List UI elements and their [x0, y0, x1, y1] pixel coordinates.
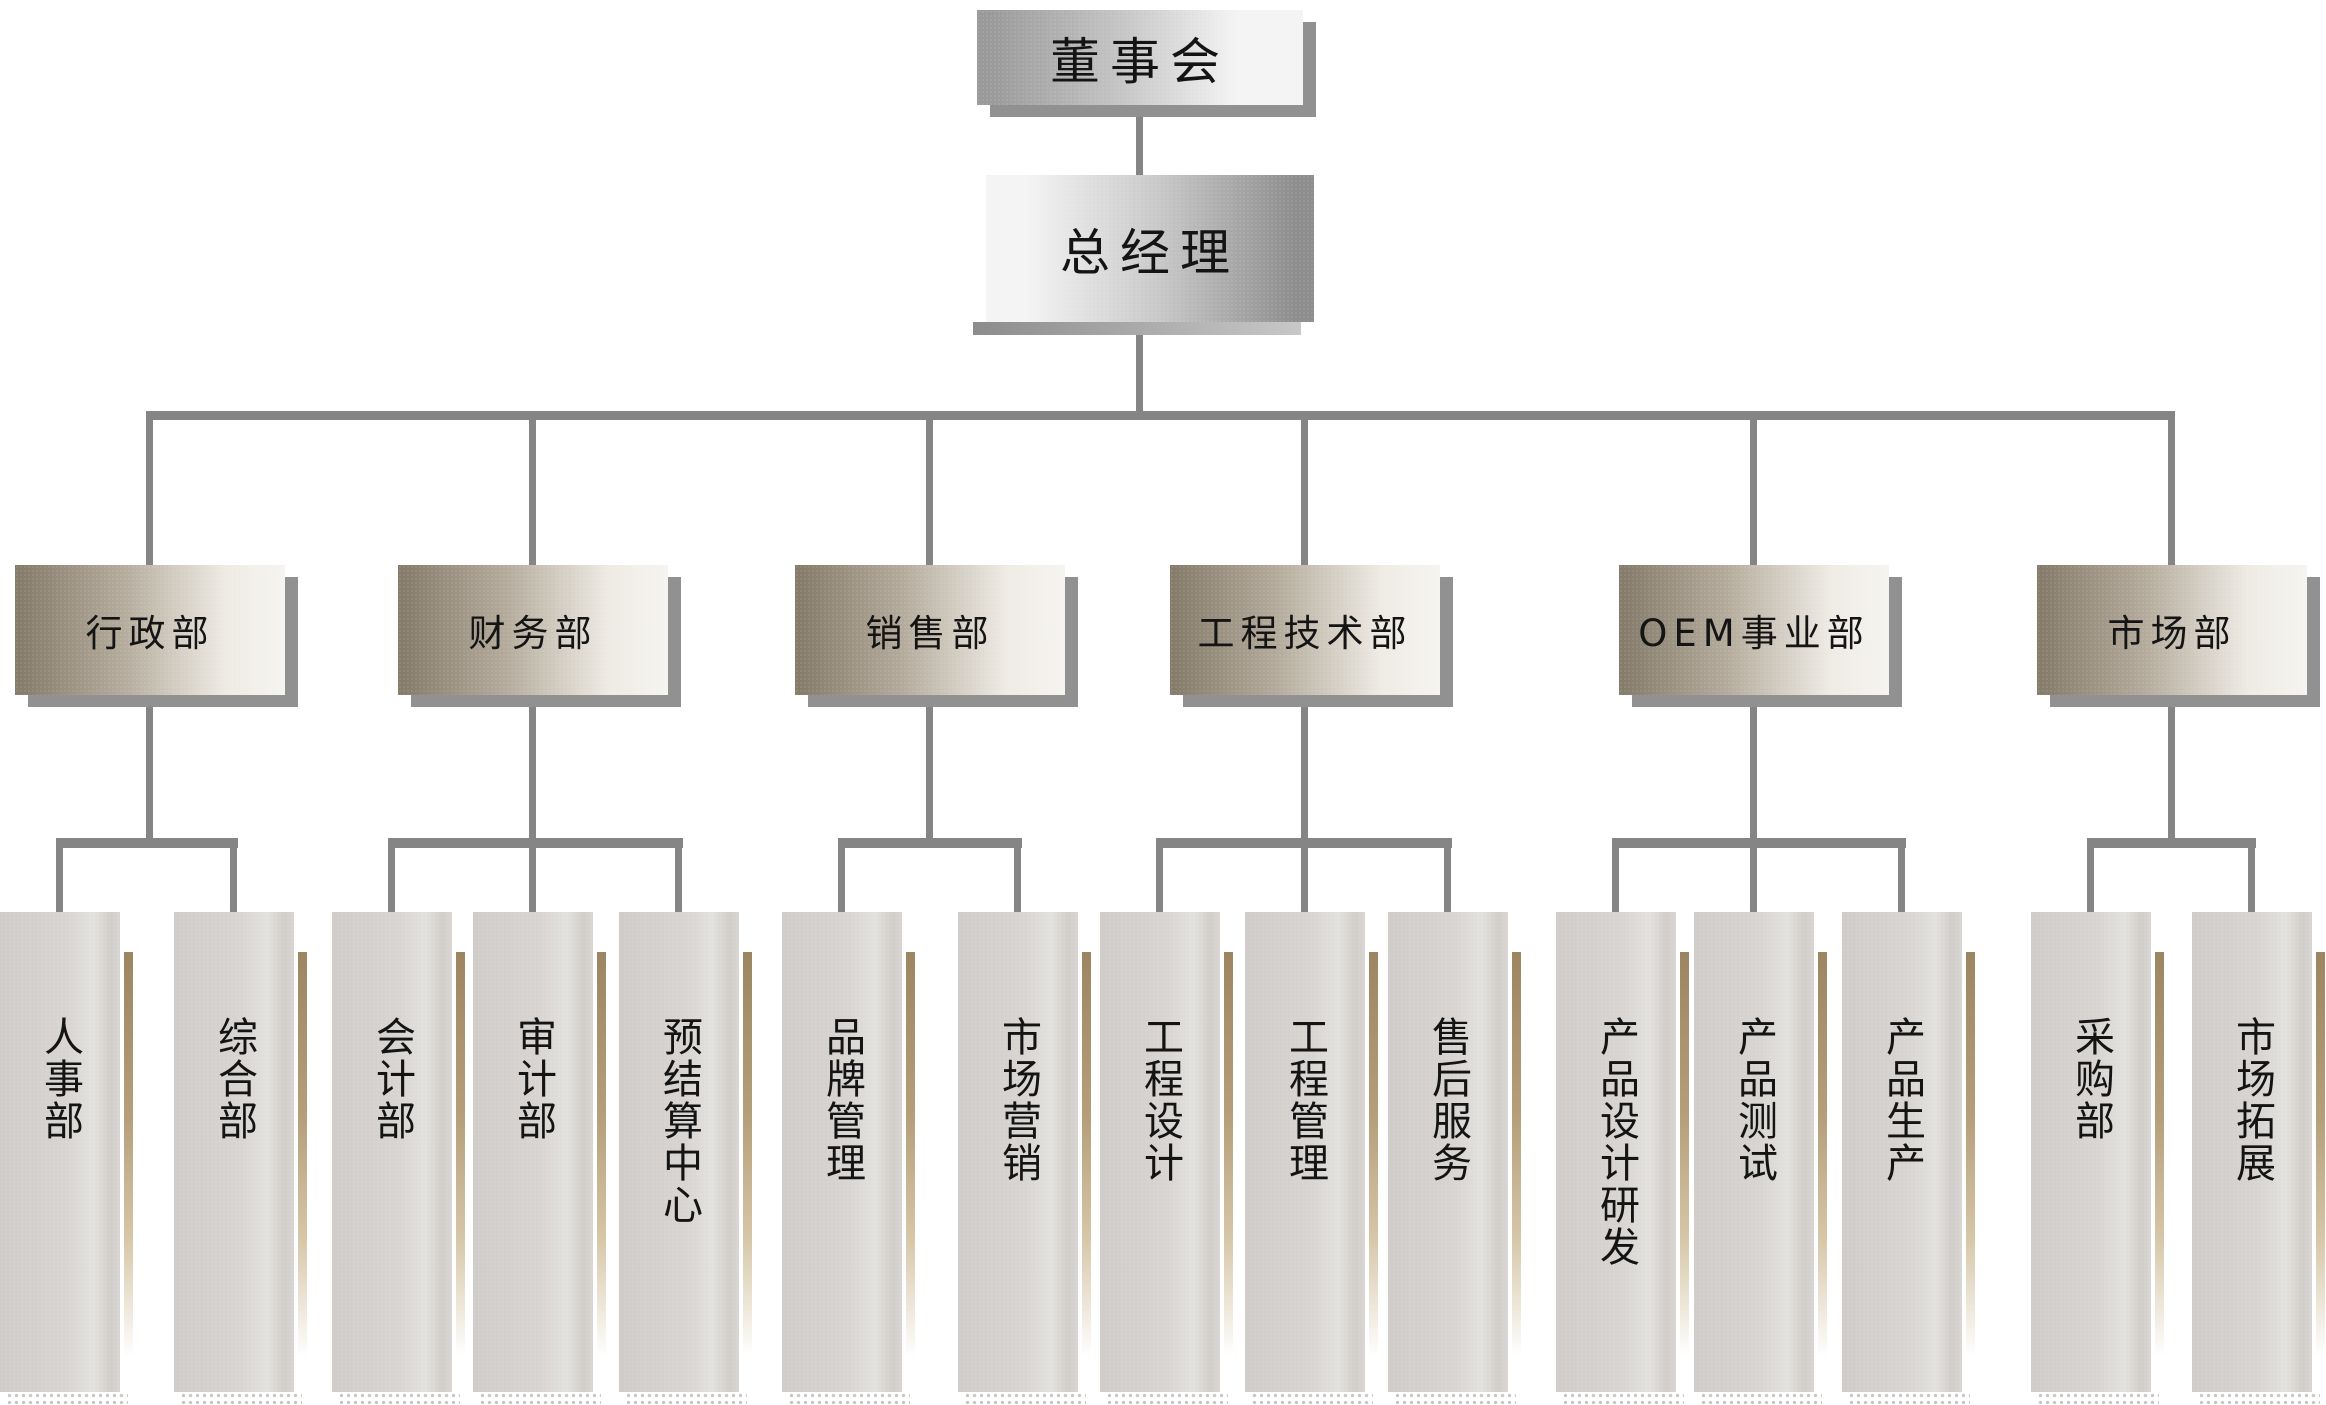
- distributor-sales: [838, 838, 1022, 848]
- node-product-testing: 产品测试: [1694, 912, 1827, 1404]
- node-label: 综合部: [211, 1016, 257, 1142]
- node-engineering-tech: 工程技术部: [1170, 565, 1440, 695]
- node-label: 人事部: [37, 1016, 83, 1142]
- node-label: 工程技术部: [1197, 612, 1413, 655]
- node-label: 销售部: [865, 612, 995, 655]
- node-label: 产品测试: [1731, 1016, 1777, 1184]
- drop-product-production: [1898, 843, 1905, 912]
- node-label: 市场部: [2107, 612, 2237, 655]
- distributor-marketing: [2087, 838, 2256, 848]
- drop-after-sales: [1444, 843, 1451, 912]
- node-marketing-dept: 市场部: [2037, 565, 2307, 695]
- node-product-production: 产品生产: [1842, 912, 1975, 1404]
- drop-brand-management: [838, 843, 845, 912]
- drop-accounting: [388, 843, 395, 912]
- drop-personnel: [56, 843, 63, 912]
- node-brand-management: 品牌管理: [782, 912, 915, 1404]
- node-label: 会计部: [369, 1016, 415, 1142]
- connector-trunk-oem: [1750, 420, 1757, 566]
- node-label: 市场营销: [995, 1016, 1041, 1184]
- connector-finance-down: [529, 693, 536, 843]
- connector-trunk-sales: [926, 420, 933, 566]
- node-label: 董事会: [1050, 32, 1230, 91]
- node-audit: 审计部: [473, 912, 606, 1404]
- drop-market-expansion: [2248, 843, 2255, 912]
- drop-product-rd: [1612, 843, 1619, 912]
- node-finance: 财务部: [398, 565, 668, 695]
- drop-audit: [529, 843, 536, 912]
- connector-trunk-engineering: [1301, 420, 1308, 566]
- distributor-oem: [1612, 838, 1906, 848]
- node-general-manager: 总经理: [973, 175, 1314, 335]
- connector-board-to-gm: [1136, 100, 1143, 176]
- node-administration: 行政部: [15, 565, 285, 695]
- node-product-design-rd: 产品设计研发: [1556, 912, 1689, 1404]
- node-oem-division: OEM事业部: [1619, 565, 1889, 695]
- connector-trunk-finance: [529, 420, 536, 566]
- node-market-expansion: 市场拓展: [2192, 912, 2325, 1404]
- node-purchasing: 采购部: [2031, 912, 2164, 1404]
- node-engineering-design: 工程设计: [1100, 912, 1233, 1404]
- connector-administration-down: [146, 693, 153, 843]
- drop-engineering-management: [1301, 843, 1308, 912]
- node-label: OEM事业部: [1638, 612, 1870, 655]
- connector-sales-down: [926, 693, 933, 843]
- node-budget-settlement-center: 预结算中心: [619, 912, 752, 1404]
- node-after-sales-service: 售后服务: [1388, 912, 1521, 1404]
- connector-trunk-marketing: [2168, 420, 2175, 566]
- node-label: 工程管理: [1282, 1016, 1328, 1184]
- drop-product-testing: [1750, 843, 1757, 912]
- node-personnel: 人事部: [0, 912, 133, 1404]
- node-accounting: 会计部: [332, 912, 465, 1404]
- node-label: 财务部: [468, 612, 598, 655]
- drop-budget-settlement: [675, 843, 682, 912]
- drop-engineering-design: [1156, 843, 1163, 912]
- drop-purchasing: [2087, 843, 2094, 912]
- node-label: 采购部: [2068, 1016, 2114, 1142]
- node-label: 审计部: [510, 1016, 556, 1142]
- node-label: 市场拓展: [2229, 1016, 2275, 1184]
- node-sales: 销售部: [795, 565, 1065, 695]
- connector-engineering-down: [1301, 693, 1308, 843]
- connector-marketing-down: [2168, 693, 2175, 843]
- node-label: 总经理: [1060, 223, 1240, 282]
- drop-general-affairs: [230, 843, 237, 912]
- node-label: 售后服务: [1425, 1016, 1471, 1184]
- connector-trunk-administration: [146, 420, 153, 566]
- node-label: 产品设计研发: [1593, 1016, 1639, 1268]
- node-engineering-management: 工程管理: [1245, 912, 1378, 1404]
- node-label: 行政部: [85, 612, 215, 655]
- connector-oem-down: [1750, 693, 1757, 843]
- connector-gm-to-trunk: [1136, 318, 1143, 413]
- node-market-marketing: 市场营销: [958, 912, 1091, 1404]
- node-label: 产品生产: [1879, 1016, 1925, 1184]
- node-label: 预结算中心: [656, 1016, 702, 1226]
- connector-trunk: [146, 411, 2175, 420]
- node-general-affairs: 综合部: [174, 912, 307, 1404]
- node-label: 品牌管理: [819, 1016, 865, 1184]
- drop-market-marketing: [1014, 843, 1021, 912]
- node-label: 工程设计: [1137, 1016, 1183, 1184]
- node-board: 董事会: [977, 10, 1303, 105]
- distributor-administration: [56, 838, 238, 848]
